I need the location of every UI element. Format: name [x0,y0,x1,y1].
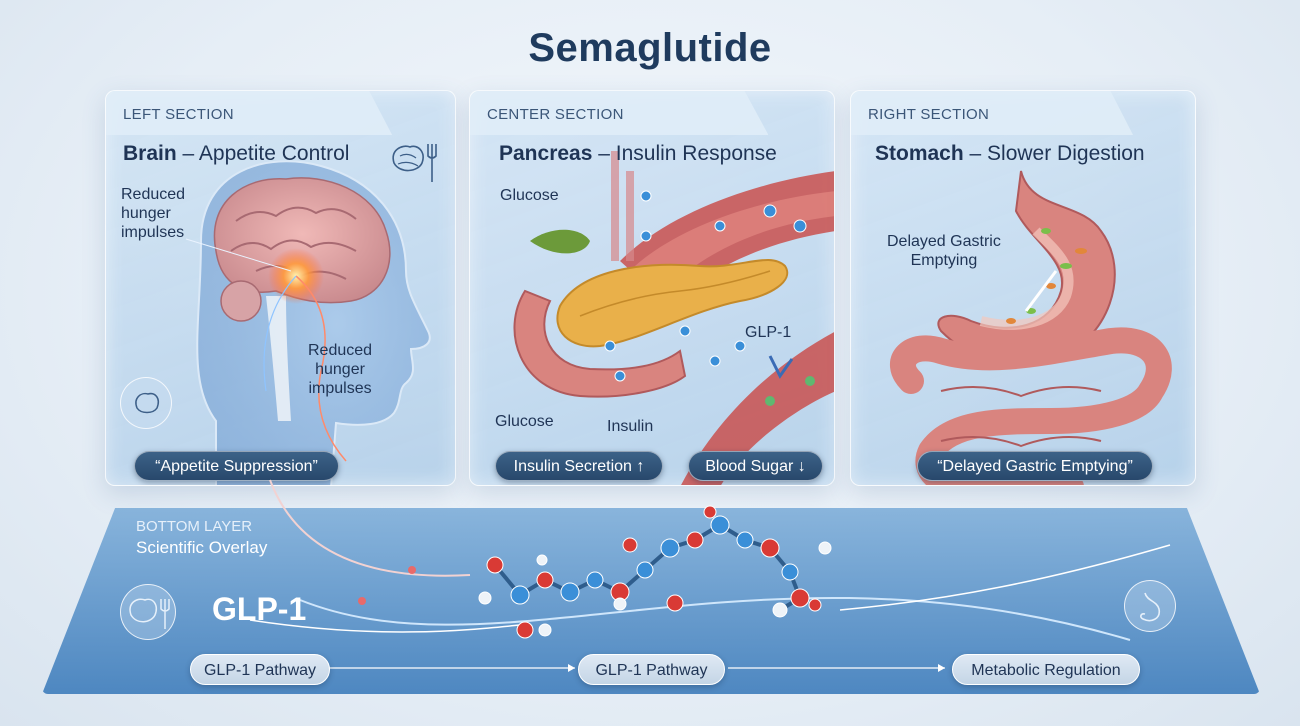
center-section-tag: CENTER SECTION [470,91,769,135]
flow-pill-glp1-pathway-1: GLP-1 Pathway [190,654,330,685]
brain-fork-small-icon [120,584,176,640]
left-section-panel: LEFT SECTION [105,90,456,486]
brain-icon [120,377,172,429]
center-section-panel: CENTER SECTION Glucose Glucose Insulin G… [469,90,835,486]
glp1-label: GLP-1 [745,324,792,341]
glucose-top-label: Glucose [500,187,559,204]
insulin-label: Insulin [607,418,654,435]
brain-fork-icon [388,138,443,188]
delayed-gastric-emptying-pill: “Delayed Gastric Emptying” [917,451,1153,481]
bottom-layer-tag: BOTTOM LAYER [136,518,253,535]
bottom-layer-subtitle: Scientific Overlay [136,538,268,557]
stomach-illustration [890,170,1172,485]
glp1-label-large: GLP-1 [212,591,307,627]
pancreas-illustration [513,151,834,485]
center-heading: Pancreas – Insulin Response [499,142,777,165]
right-section-tag: RIGHT SECTION [851,91,1134,135]
flow-pill-glp1-pathway-2: GLP-1 Pathway [578,654,725,685]
flow-pill-metabolic-regulation: Metabolic Regulation [952,654,1140,685]
insulin-secretion-pill: Insulin Secretion ↑ [495,451,663,481]
page-title: Semaglutide [528,26,772,70]
appetite-suppression-pill: “Appetite Suppression” [134,451,339,481]
left-heading: Brain – Appetite Control [123,142,350,165]
stomach-icon [1124,580,1176,632]
right-heading: Stomach – Slower Digestion [875,142,1145,165]
blood-sugar-pill: Blood Sugar ↓ [688,451,823,481]
glucose-bottom-label: Glucose [495,413,554,430]
left-section-tag: LEFT SECTION [106,91,393,135]
brain-head-illustration [185,160,431,485]
